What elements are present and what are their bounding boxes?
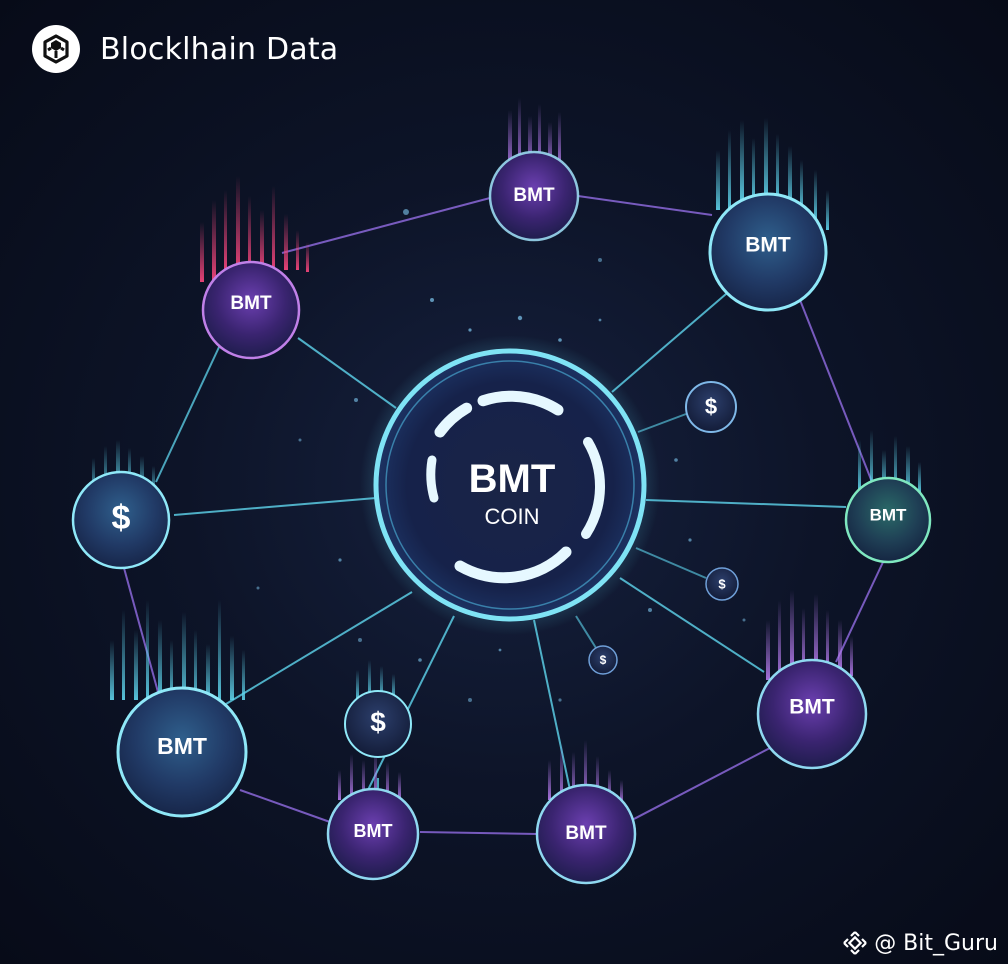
blockchain-cube-logo-icon[interactable] xyxy=(32,25,80,73)
node-right[interactable]: BMT xyxy=(844,476,932,564)
hub-ring-arc-left xyxy=(426,455,439,503)
node-left-dollar[interactable]: $ xyxy=(71,470,171,570)
data-bars-upper-left xyxy=(200,176,309,282)
node-label: $ xyxy=(600,653,607,667)
hub-coin[interactable]: BMT COIN xyxy=(360,335,660,635)
node-label: BMT xyxy=(745,234,791,257)
data-bars-right xyxy=(858,430,921,492)
node-label: BMT xyxy=(565,823,607,844)
data-bars-small-dollar xyxy=(356,660,395,700)
node-label: $ xyxy=(718,576,726,591)
node-label: BMT xyxy=(157,733,207,759)
data-bars-lower-left xyxy=(110,600,245,700)
hub-ring-arc-bottom xyxy=(454,546,572,584)
node-label: $ xyxy=(112,499,131,537)
node-label: $ xyxy=(370,706,386,737)
node-label: BMT xyxy=(870,505,907,524)
node-upper-left[interactable]: BMT xyxy=(201,260,301,360)
data-bars-top xyxy=(508,98,561,170)
header: Blocklhain Data xyxy=(32,25,339,73)
binance-diamond-icon xyxy=(843,931,867,955)
data-bars-top-right xyxy=(716,118,829,230)
header-title: Blocklhain Data xyxy=(100,31,339,67)
watermark[interactable]: @ Bit_Guru xyxy=(842,930,998,956)
data-bars-lower-right xyxy=(766,590,853,680)
node-bottom-right[interactable]: BMT xyxy=(535,783,637,885)
node-label: $ xyxy=(705,394,717,419)
node-lower-right[interactable]: BMT xyxy=(756,658,868,770)
hub-title: BMT xyxy=(469,457,556,501)
hub-ring-arc-right xyxy=(581,437,605,539)
node-dollar-right[interactable]: $ xyxy=(685,381,737,433)
node-label: BMT xyxy=(354,821,393,841)
node-label: BMT xyxy=(230,293,272,314)
node-tiny-bottom[interactable]: $ xyxy=(588,645,618,675)
node-top-right[interactable]: BMT xyxy=(708,192,828,312)
data-bars-bottom-left xyxy=(338,748,401,800)
data-bars-bottom-right xyxy=(548,740,623,804)
node-bottom-left[interactable]: BMT xyxy=(326,787,420,881)
node-small-dollar-left[interactable]: $ xyxy=(344,690,412,758)
node-label: BMT xyxy=(513,185,555,206)
node-lower-left[interactable]: BMT xyxy=(116,686,248,818)
connection-lines xyxy=(123,195,885,835)
hub-ring-arc-top xyxy=(434,390,564,438)
node-tiny-right[interactable]: $ xyxy=(705,567,739,601)
hub-subtitle: COIN xyxy=(485,504,540,529)
particle-field xyxy=(256,209,746,702)
watermark-handle: @ Bit_Guru xyxy=(874,930,998,956)
node-top[interactable]: BMT xyxy=(488,150,580,242)
node-label: BMT xyxy=(789,696,835,719)
